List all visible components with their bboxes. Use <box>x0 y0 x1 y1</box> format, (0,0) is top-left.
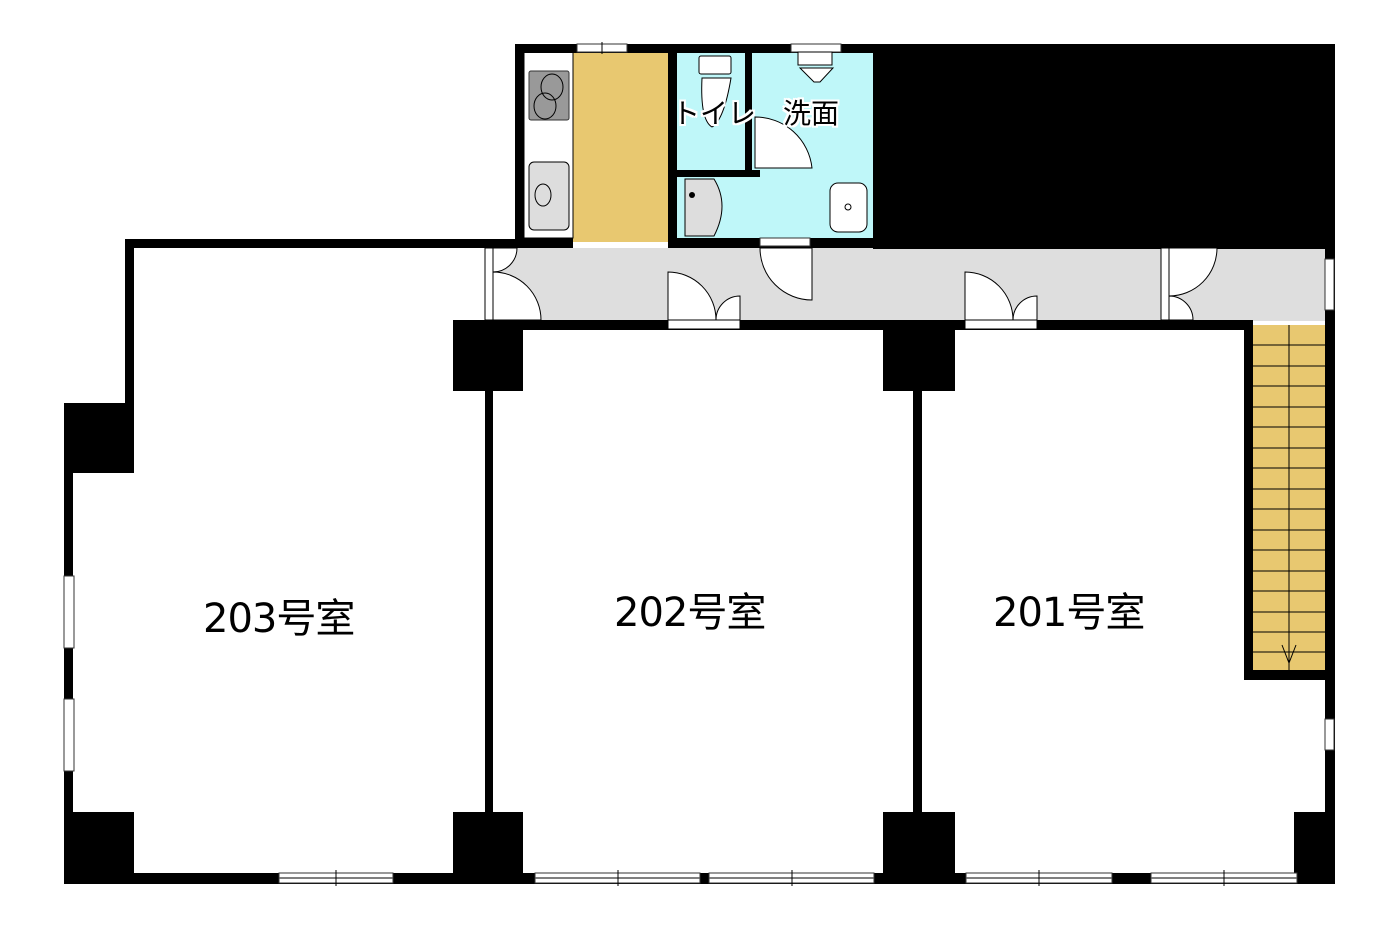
column <box>64 812 134 884</box>
wall <box>125 239 134 409</box>
window <box>1324 258 1335 311</box>
stair-down-arrow-icon <box>1281 644 1297 665</box>
wall <box>668 44 677 248</box>
window <box>759 237 811 247</box>
wall <box>125 239 525 248</box>
wall <box>485 320 493 820</box>
kitchen-floor <box>573 52 669 242</box>
washroom-label: 洗面 <box>783 97 840 130</box>
door-203[interactable] <box>492 271 542 321</box>
column <box>453 320 523 391</box>
wall <box>1244 320 1253 679</box>
shower-icon <box>684 178 723 237</box>
column <box>883 812 955 884</box>
room-202-label: 202号室 <box>614 590 766 636</box>
wall <box>1244 670 1334 680</box>
window <box>63 575 75 649</box>
column <box>883 320 955 391</box>
stair-treads <box>1253 344 1325 653</box>
kitchen-sink-icon <box>528 161 570 231</box>
room-203-floor <box>73 248 485 873</box>
door-201[interactable] <box>964 271 1014 321</box>
wall <box>676 170 760 177</box>
wall <box>515 44 524 248</box>
wall <box>1325 44 1335 884</box>
stove-icon <box>528 70 570 121</box>
window <box>1324 718 1335 751</box>
wall <box>515 44 875 53</box>
column <box>453 812 523 884</box>
wall <box>453 320 1253 330</box>
column <box>64 403 134 473</box>
wall <box>745 52 752 170</box>
window <box>63 698 75 772</box>
toilet-label: トイレ <box>672 97 757 130</box>
washbasin-icon <box>829 182 868 233</box>
door-stair[interactable] <box>1168 247 1218 297</box>
window <box>790 43 842 53</box>
room-201-label: 201号室 <box>993 590 1145 636</box>
room-203-label: 203号室 <box>203 596 355 642</box>
toilet-tank-icon <box>698 55 732 75</box>
wall <box>515 238 573 248</box>
washroom-door <box>754 116 813 169</box>
door-wet-area[interactable] <box>759 247 813 301</box>
mechanical-block <box>873 44 1335 248</box>
door-202[interactable] <box>667 271 717 321</box>
toilet-bowl-icon <box>701 77 732 128</box>
urinal-icon <box>798 67 835 83</box>
wall <box>873 240 1335 249</box>
wall <box>913 320 922 820</box>
